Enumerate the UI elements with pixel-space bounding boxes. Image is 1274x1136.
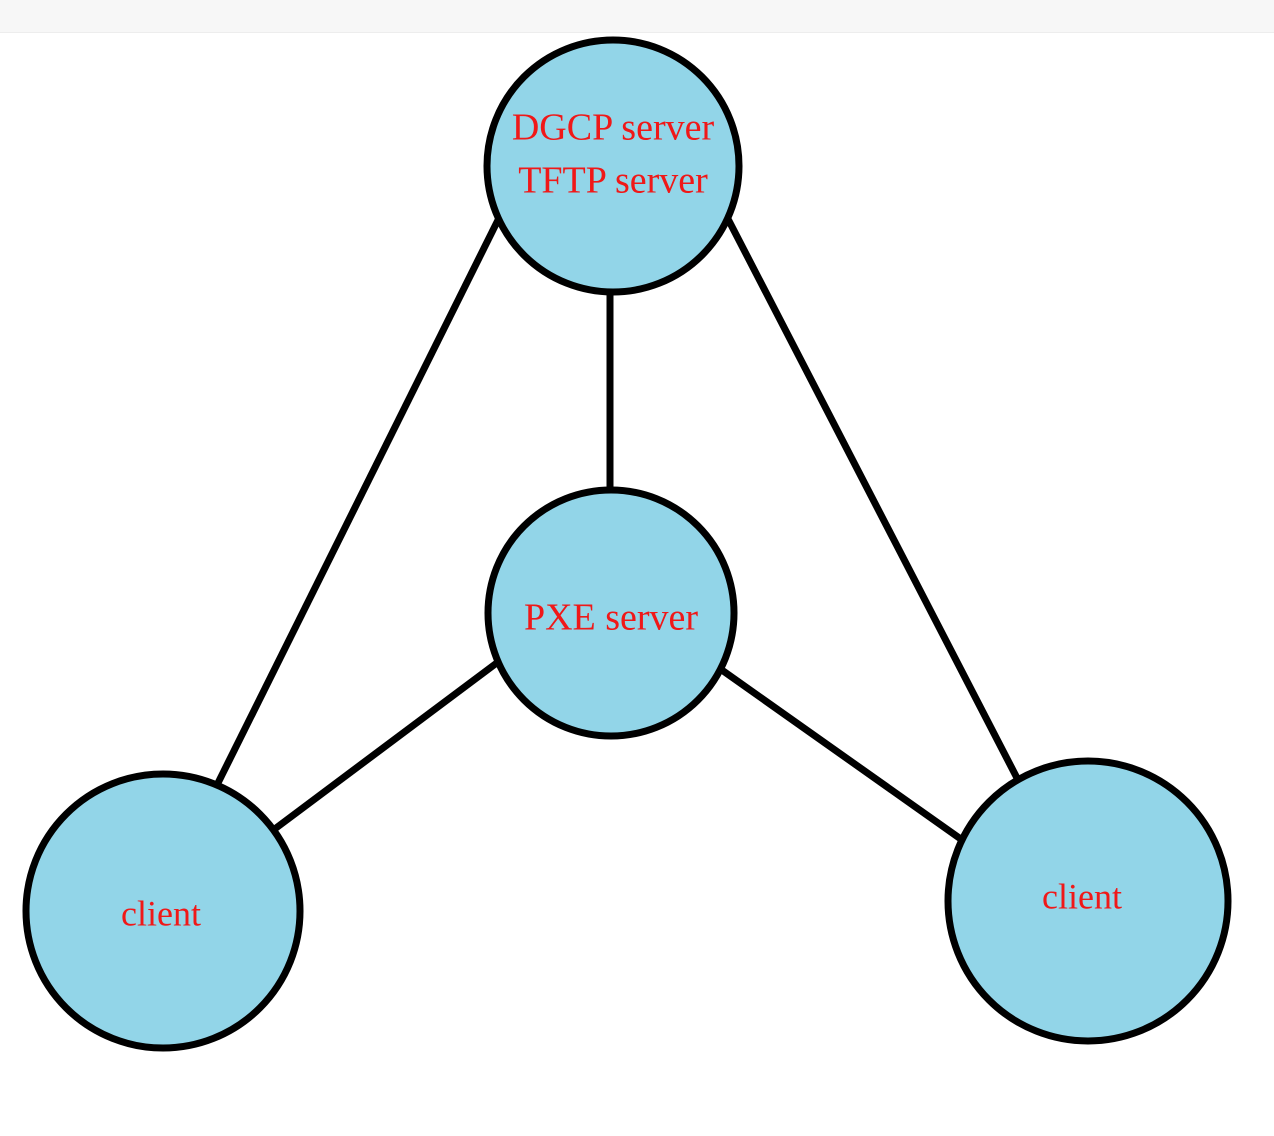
edge-group (211, 216, 1021, 845)
node-label-client-right: client (1042, 876, 1122, 916)
edge-server-to-client-right[interactable] (724, 217, 1021, 780)
node-circle-dhcp-tftp-server[interactable] (483, 36, 743, 296)
node-client-left[interactable]: client (22, 770, 304, 1052)
node-pxe-server[interactable]: PXE server (484, 486, 738, 740)
node-circle-pxe-server[interactable] (484, 486, 738, 740)
node-dhcp-tftp-server[interactable]: DGCP server TFTP server (483, 36, 743, 296)
top-strip (0, 0, 1274, 33)
edge-server-to-client-left[interactable] (211, 216, 503, 791)
node-label-client-left: client (121, 893, 201, 933)
node-circle-client-right[interactable] (944, 757, 1232, 1045)
node-client-right[interactable]: client (944, 757, 1232, 1045)
node-label-dhcp-line1: DGCP server (512, 107, 715, 149)
edge-pxe-to-client-left[interactable] (269, 659, 501, 834)
node-label-dhcp-line2: TFTP server (518, 160, 708, 202)
node-circle-client-left[interactable] (22, 770, 304, 1052)
edge-pxe-to-client-right[interactable] (716, 665, 968, 845)
node-label-pxe: PXE server (524, 597, 698, 639)
